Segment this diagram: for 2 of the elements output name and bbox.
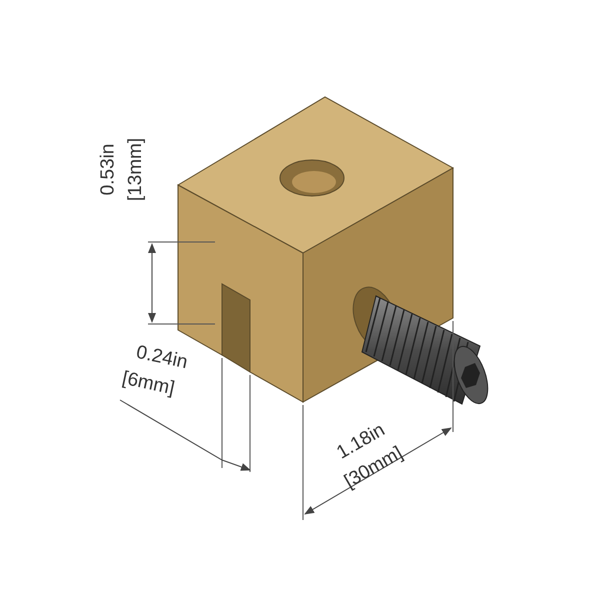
dimension-label: [13mm] bbox=[126, 138, 146, 202]
dimension-label: 0.53in bbox=[98, 144, 118, 196]
